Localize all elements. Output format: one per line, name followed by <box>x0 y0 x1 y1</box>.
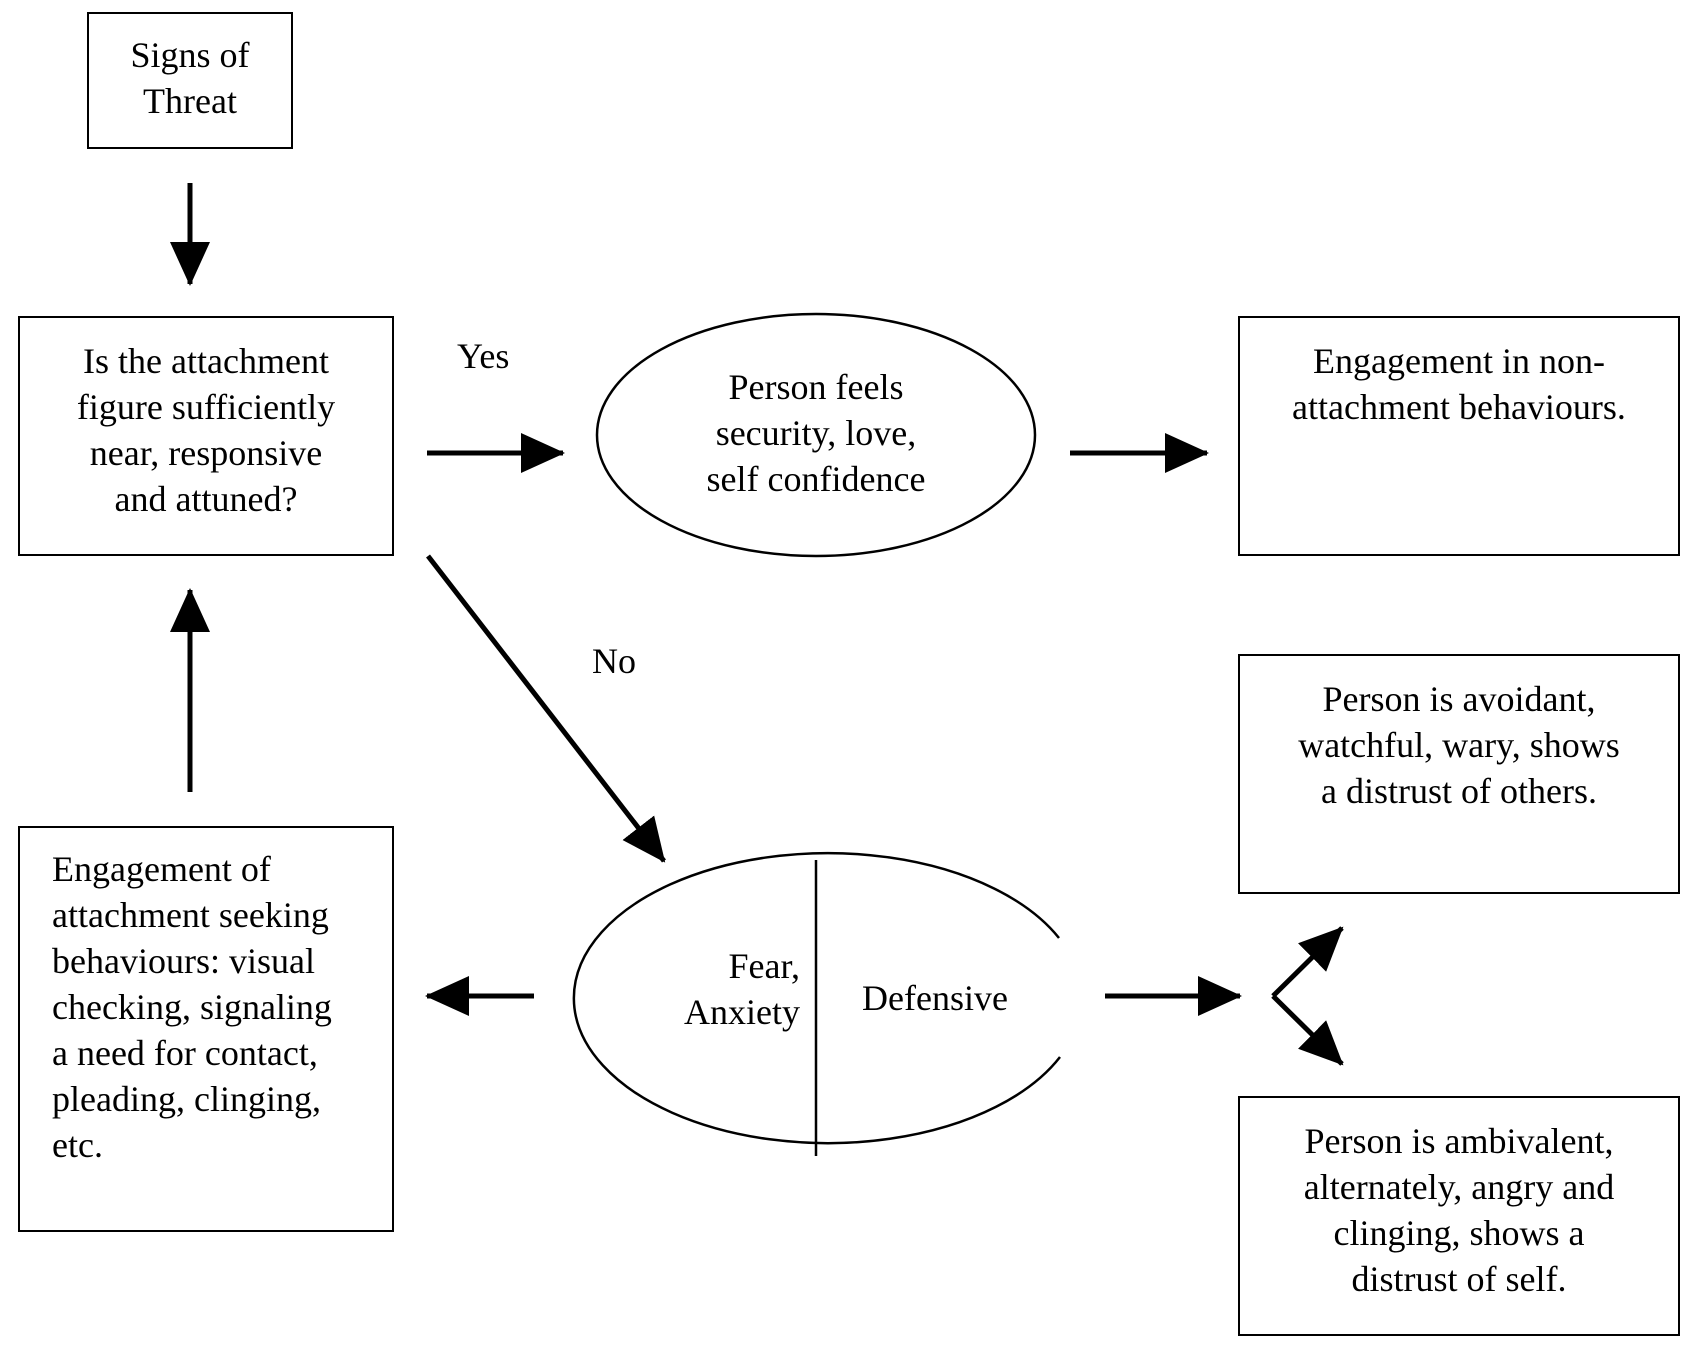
engagement-non-attachment-text: Engagement in non- attachment behaviours… <box>1292 341 1626 427</box>
signs-of-threat-text: Signs of Threat <box>130 35 250 121</box>
avoidant-text: Person is avoidant, watchful, wary, show… <box>1298 679 1620 811</box>
engagement-non-attachment-box: Engagement in non- attachment behaviours… <box>1238 316 1680 556</box>
fear-anxiety-text: Fear, Anxiety <box>684 946 800 1032</box>
arrow-no <box>426 554 666 863</box>
fear-defensive-ellipse <box>572 851 1061 1145</box>
ambivalent-box: Person is ambivalent, alternately, angry… <box>1238 1096 1680 1336</box>
attachment-seeking-box: Engagement of attachment seeking behavio… <box>18 826 394 1232</box>
question-text: Is the attachment figure sufficiently ne… <box>76 341 336 519</box>
avoidant-box: Person is avoidant, watchful, wary, show… <box>1238 654 1680 894</box>
question-box: Is the attachment figure sufficiently ne… <box>18 316 394 556</box>
arrow-split-up <box>1271 926 1344 998</box>
attachment-seeking-text: Engagement of attachment seeking behavio… <box>52 849 332 1165</box>
signs-of-threat-box: Signs of Threat <box>87 12 293 149</box>
arrow-split-down <box>1271 994 1344 1066</box>
ambivalent-text: Person is ambivalent, alternately, angry… <box>1303 1121 1615 1299</box>
no-label: No <box>592 641 636 681</box>
defensive-text: Defensive <box>862 978 1008 1018</box>
security-ellipse <box>595 312 1037 558</box>
yes-label: Yes <box>457 336 510 376</box>
security-text: Person feels security, love, self confid… <box>706 367 926 499</box>
